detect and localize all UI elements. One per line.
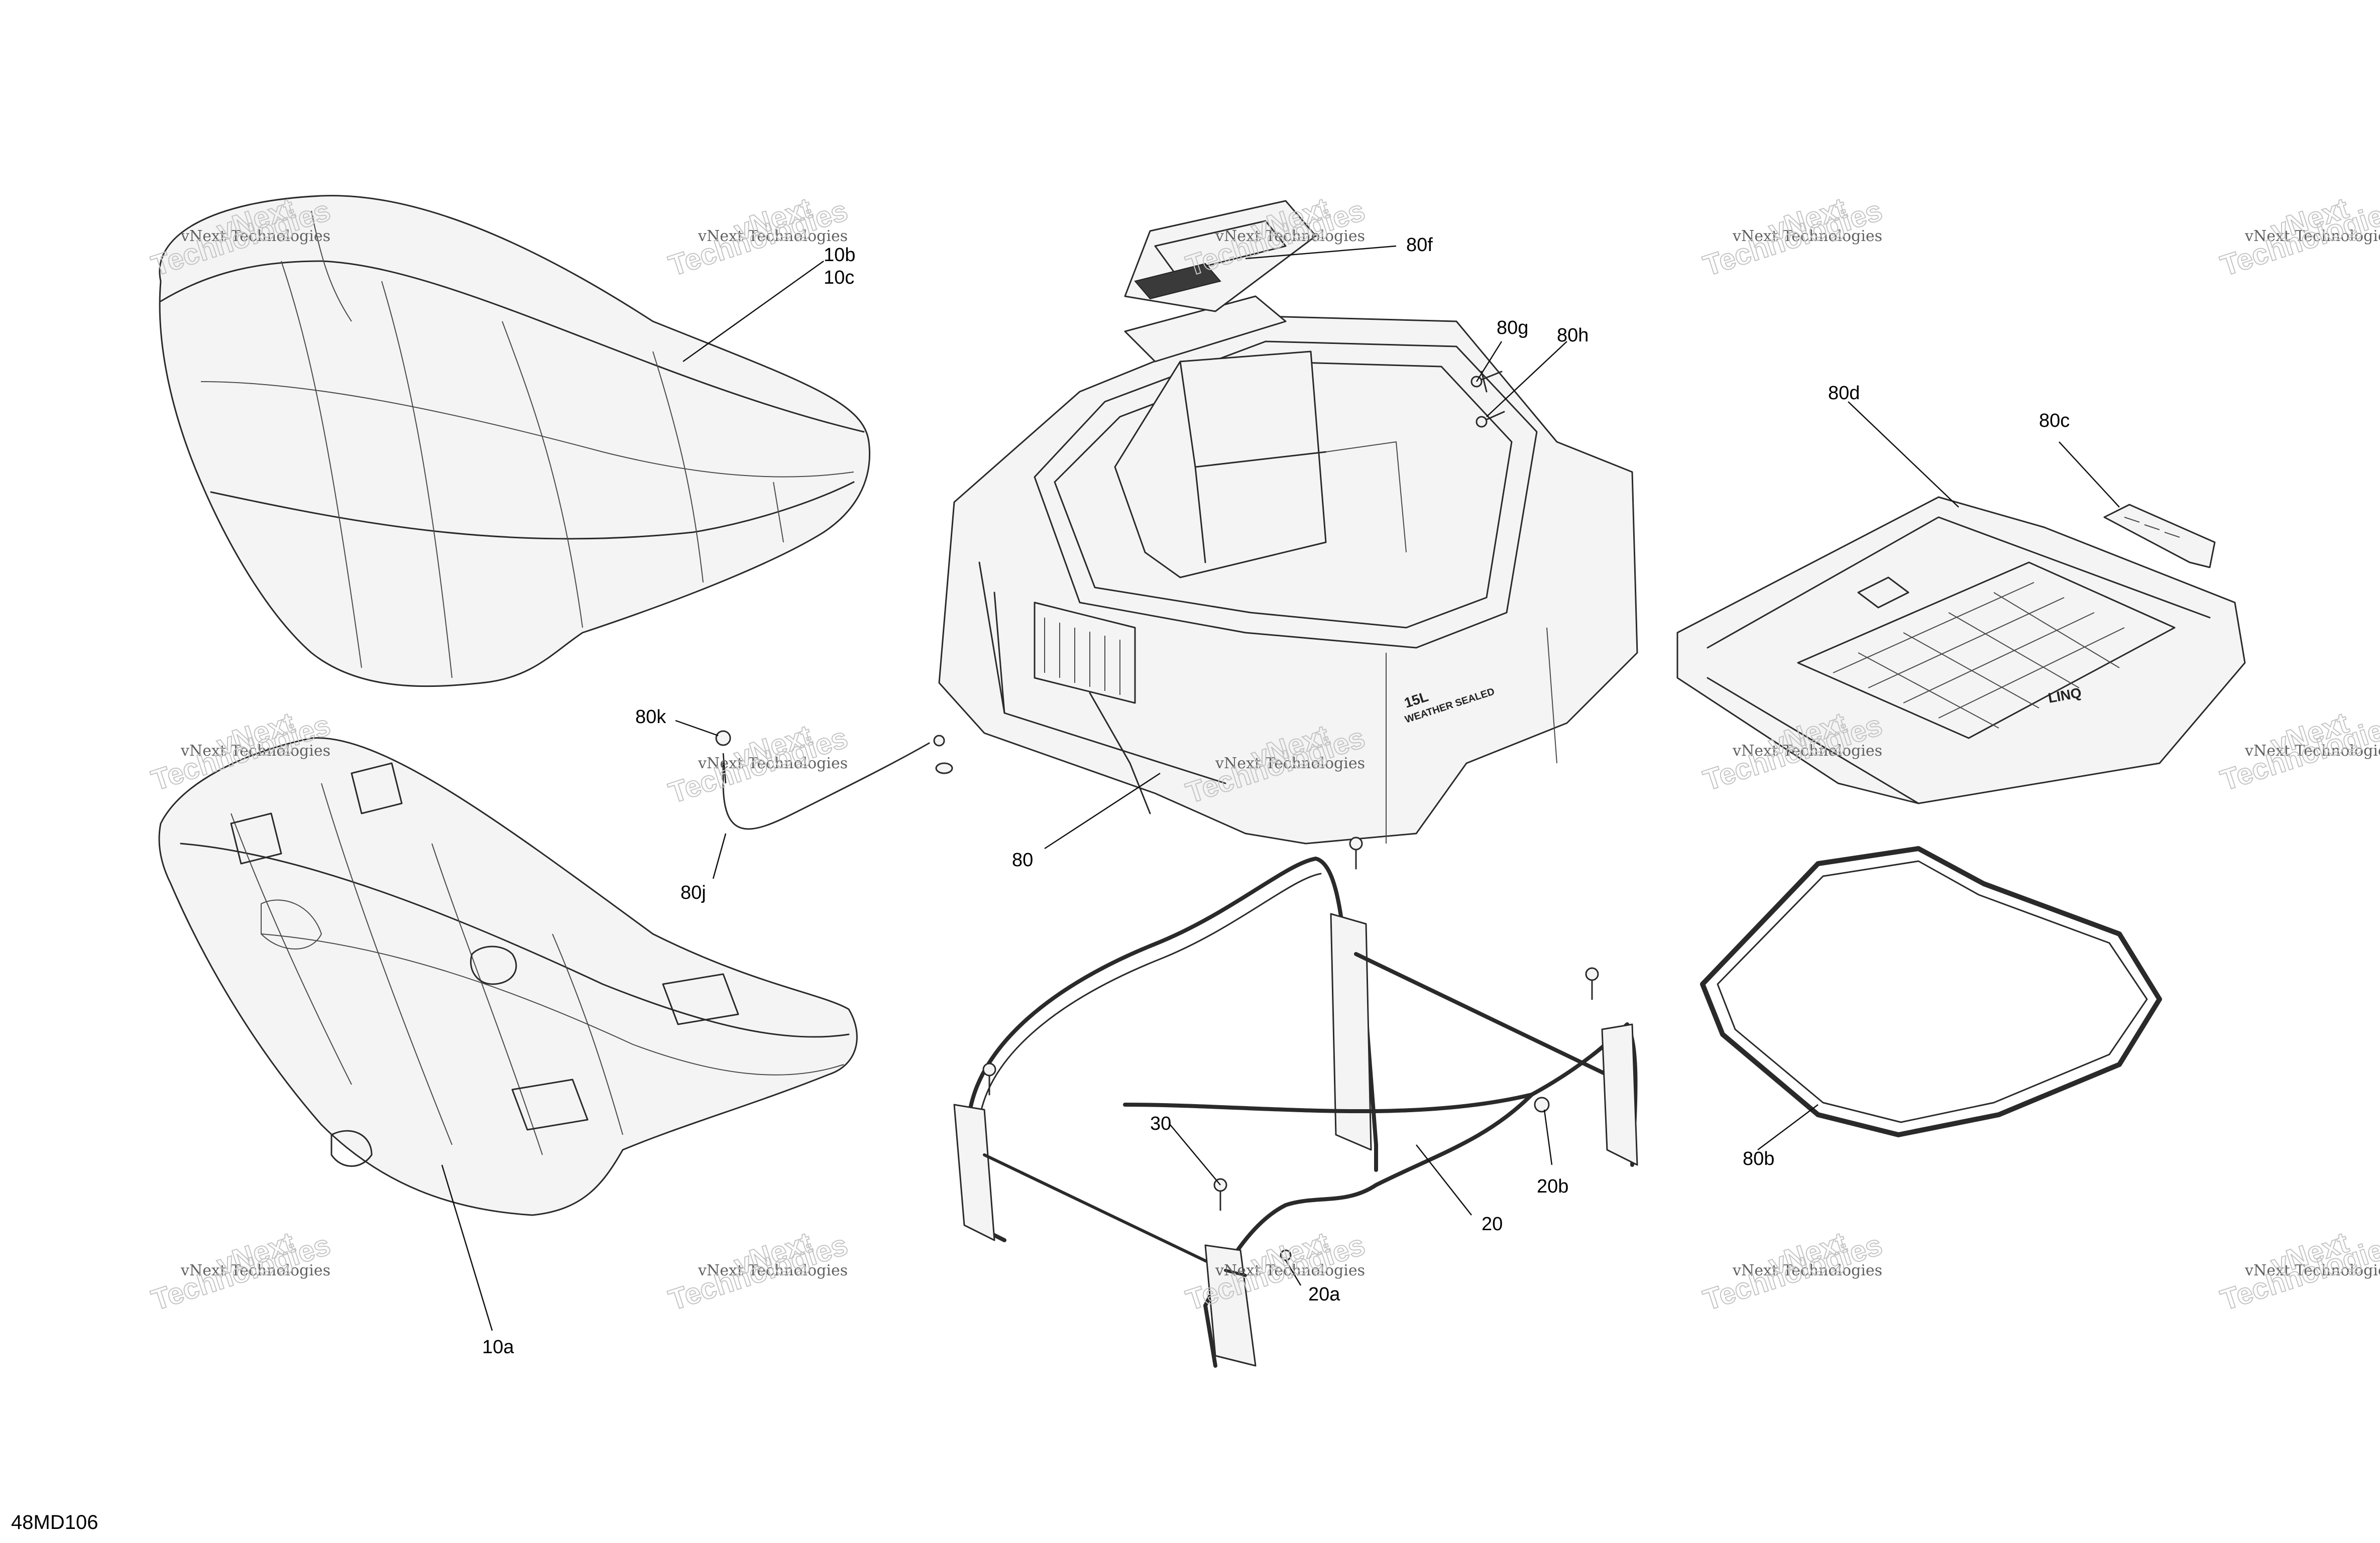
svg-text:vNext Technologies: vNext Technologies (1215, 227, 1365, 245)
svg-text:vNext Technologies: vNext Technologies (180, 1262, 330, 1279)
callout-80f: 80f (1406, 234, 1433, 256)
svg-text:vNext Technologies: vNext Technologies (2244, 1262, 2380, 1279)
svg-text:vNext Technologies: vNext Technologies (1732, 742, 1882, 760)
watermark: vNext Technologies vNext Technologies (2216, 1226, 2380, 1318)
watermark: vNext Technologies vNext Technologies (1699, 1226, 1887, 1318)
gasket-80b (1700, 846, 2162, 1137)
support-frame-20 (953, 857, 1638, 1368)
callout-80k: 80k (635, 706, 666, 728)
callout-10b: 10b (824, 245, 855, 266)
svg-text:vNext Technologies: vNext Technologies (1732, 1262, 1882, 1279)
callout-20: 20 (1482, 1214, 1503, 1235)
callout-80c: 80c (2039, 410, 2070, 431)
svg-text:vNext Technologies: vNext Technologies (698, 1262, 848, 1279)
svg-text:vNext Technologies: vNext Technologies (2244, 742, 2380, 760)
svg-text:vNext Technologies: vNext Technologies (1215, 1262, 1365, 1279)
callout-80g: 80g (1497, 317, 1528, 338)
storage-lid: LINQ (1676, 496, 2246, 804)
svg-text:vNext Technologies: vNext Technologies (180, 227, 330, 245)
svg-text:vNext Technologies: vNext Technologies (1732, 227, 1882, 245)
document-id: 48MD106 (11, 1511, 98, 1533)
screws-80g-80h (1470, 371, 1505, 428)
seat-base (158, 737, 858, 1216)
callout-20b: 20b (1537, 1176, 1568, 1197)
callout-80h: 80h (1557, 325, 1589, 346)
watermark: vNext Technologies vNext Technologies (664, 1226, 852, 1318)
tether-80j (715, 730, 953, 830)
storage-box: 15L WEATHER SEALED (938, 295, 1638, 845)
leader-lines (441, 245, 2120, 1331)
svg-text:vNext Technologies: vNext Technologies (1215, 755, 1365, 772)
callout-80d: 80d (1828, 383, 1860, 404)
seat-cushion (159, 195, 870, 687)
watermark: vNext Technologies vNext Technologies (2216, 191, 2380, 283)
svg-text:vNext Technologies: vNext Technologies (698, 227, 848, 245)
bolts (982, 837, 1599, 1261)
callout-30: 30 (1150, 1113, 1171, 1134)
callout-80b: 80b (1743, 1148, 1774, 1169)
watermark: vNext Technologies vNext Technologies (1699, 191, 1887, 283)
callout-80j: 80j (681, 882, 706, 903)
svg-text:vNext Technologies: vNext Technologies (698, 755, 848, 772)
callout-10c: 10c (824, 267, 854, 288)
callout-10a: 10a (482, 1337, 514, 1358)
latch-80f (1124, 200, 1317, 312)
svg-text:vNext Technologies: vNext Technologies (2244, 227, 2380, 245)
watermark: vNext Technologies vNext Technologies (2216, 706, 2380, 798)
callout-20a: 20a (1308, 1284, 1340, 1305)
watermark: vNext Technologies vNext Technologies (147, 1226, 335, 1318)
latch-80c (2103, 504, 2216, 568)
callout-labels: 10b 10c 80f 80g 80h 80d 80c 80k 80j 80 3… (482, 234, 2070, 1358)
watermark: vNext Technologies vNext Technologies (664, 719, 852, 810)
svg-text:vNext Technologies: vNext Technologies (180, 742, 330, 760)
callout-80: 80 (1012, 850, 1033, 871)
